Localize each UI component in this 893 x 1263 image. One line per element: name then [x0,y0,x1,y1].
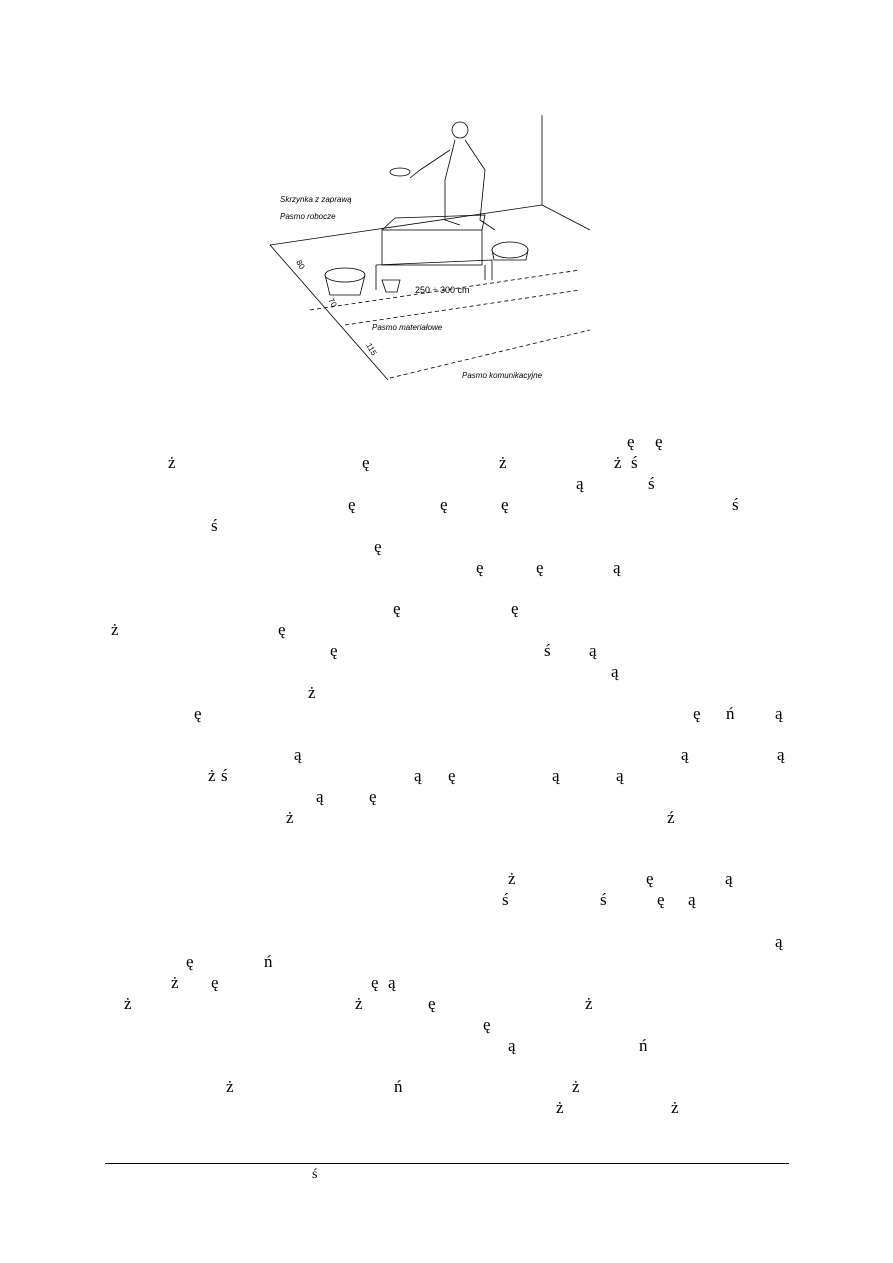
text-glyph: ą [316,787,324,806]
text-glyph: ę [194,704,202,723]
text-glyph: ę [362,453,370,472]
text-glyph: ż [308,683,316,702]
text-glyph: ę [657,890,665,909]
text-glyph: ę [374,537,382,556]
text-glyph: ę [330,641,338,660]
footnote-glyph: ś [312,1167,318,1182]
text-glyph: ę [393,599,401,618]
text-glyph: ę [476,558,484,577]
text-glyph: ą [576,474,584,493]
label-mortar-box: Skrzynka z zaprawą [280,195,352,204]
text-glyph: ę [428,994,436,1013]
text-glyph: ą [388,973,396,992]
text-glyph: ę [483,1015,491,1034]
text-glyph: ż [671,1098,679,1117]
label-dim-70: 70 [326,297,339,310]
text-glyph: ż [286,808,294,827]
text-glyph: ę [536,558,544,577]
text-glyph: ę [448,766,456,785]
text-glyph: ą [552,766,560,785]
text-glyph: ś [732,495,739,514]
text-glyph: ę [369,787,377,806]
text-glyph: ź [667,808,675,827]
text-glyph: ę [278,620,286,639]
text-glyph: ż [556,1098,564,1117]
text-glyph: ę [186,952,194,971]
text-glyph: ą [414,766,422,785]
text-glyph: ę [693,704,701,723]
text-glyph: ś [502,890,509,909]
text-glyph: ż [208,766,216,785]
text-glyph: ę [627,432,635,451]
text-glyph: ą [777,745,785,764]
footnote-divider [105,1163,789,1164]
text-glyph: ż [226,1077,234,1096]
text-glyph: ą [688,890,696,909]
text-glyph: ą [613,558,621,577]
label-communication-strip: Pasmo komunikacyjne [462,371,543,380]
text-glyph: ś [221,766,228,785]
text-glyph: ą [775,932,783,951]
text-glyph: ą [616,766,624,785]
text-glyph: ń [264,952,273,971]
text-glyph: ę [348,495,356,514]
text-glyph: ż [585,994,593,1013]
text-glyph: ą [681,745,689,764]
text-glyph: ń [726,704,735,723]
text-glyph: ś [600,890,607,909]
text-glyph: ę [501,495,509,514]
text-glyph: ń [639,1036,648,1055]
text-glyph: ą [508,1036,516,1055]
text-glyph: ę [511,599,519,618]
text-glyph: ą [775,704,783,723]
label-length: 250 ÷ 300 cm [415,285,469,295]
text-glyph: ś [211,516,218,535]
text-glyph: ż [171,973,179,992]
text-glyph: ą [611,662,619,681]
text-glyph: ś [631,453,638,472]
workplace-illustration: Skrzynka z zaprawą Pasmo robocze Pasmo m… [269,110,600,395]
text-glyph: ń [394,1077,403,1096]
text-glyph: ą [589,641,597,660]
text-glyph: ś [648,474,655,493]
text-glyph: ż [508,869,516,888]
text-glyph: ż [124,994,132,1013]
text-glyph: ż [614,453,622,472]
text-glyph: ę [211,973,219,992]
text-glyph: ę [371,973,379,992]
label-material-strip: Pasmo materiałowe [372,323,443,332]
text-glyph: ę [655,432,663,451]
text-glyph: ż [499,453,507,472]
label-work-strip: Pasmo robocze [280,212,336,221]
text-glyph: ś [544,641,551,660]
text-glyph: ż [168,453,176,472]
text-glyph: ę [440,495,448,514]
text-glyph: ż [111,620,119,639]
text-glyph: ą [725,869,733,888]
text-glyph: ż [355,994,363,1013]
text-glyph: ż [572,1077,580,1096]
text-glyph: ę [646,869,654,888]
text-glyph: ą [294,745,302,764]
label-dim-80: 80 [294,259,307,272]
